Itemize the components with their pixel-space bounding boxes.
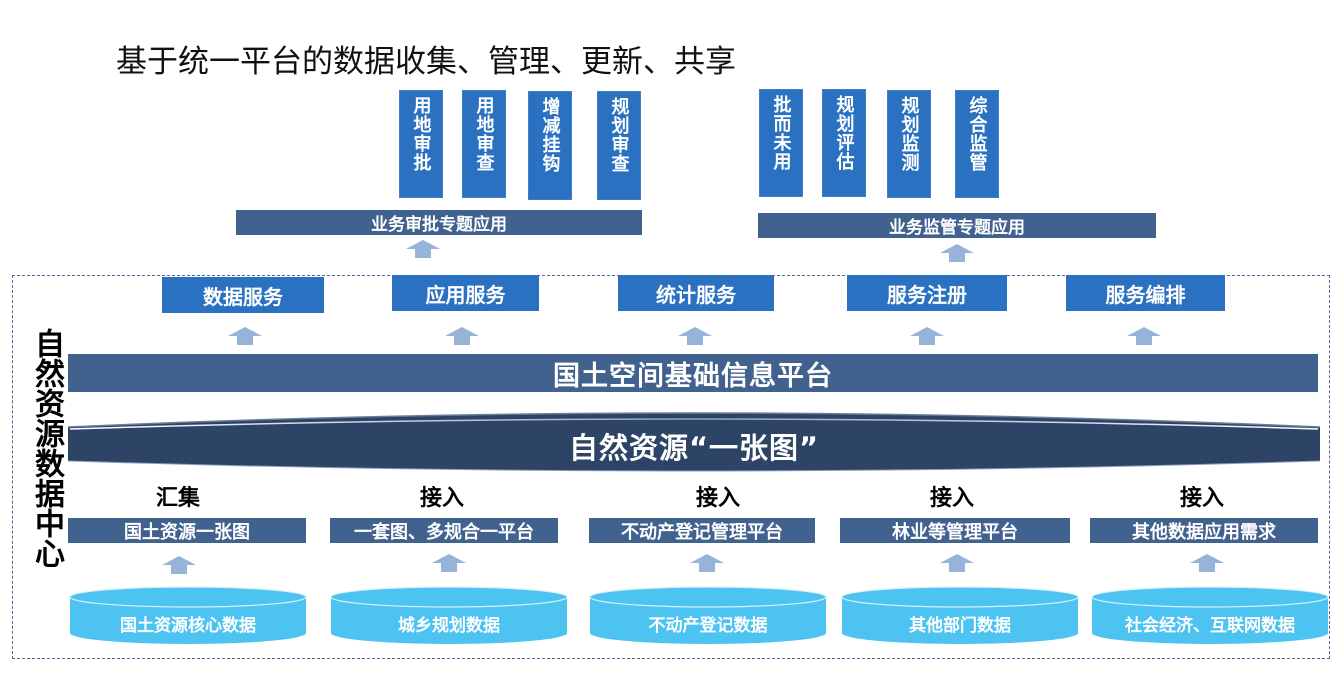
app-label: 规划监测 (898, 96, 920, 172)
arrow-up-icon (406, 240, 440, 258)
database-icon (841, 586, 1079, 644)
arrow-up-icon (690, 554, 724, 572)
database-icon (69, 586, 307, 644)
database-icon (330, 586, 568, 644)
source-action: 接入 (419, 486, 464, 511)
source-action: 汇集 (155, 486, 200, 511)
spatial-info-platform-bar[interactable]: 国土空间基础信息平台 (68, 354, 1318, 392)
source-action: 接入 (929, 486, 974, 511)
one-map-disc[interactable] (66, 405, 1322, 475)
source-platform[interactable]: 不动产登记管理平台 (589, 518, 815, 543)
source-platform[interactable]: 一套图、多规合一平台 (330, 518, 558, 543)
app-box-approval-3[interactable]: 增减挂钩 (528, 91, 572, 200)
app-box-supervision-1[interactable]: 批而未用 (759, 89, 803, 197)
app-box-supervision-2[interactable]: 规划评估 (822, 89, 866, 197)
app-box-supervision-4[interactable]: 综合监管 (955, 90, 999, 198)
arrow-up-icon (910, 327, 944, 345)
app-label: 综合监管 (966, 96, 988, 172)
service-statistics[interactable]: 统计服务 (618, 275, 774, 311)
arrow-up-icon (445, 327, 479, 345)
source-platform[interactable]: 林业等管理平台 (840, 518, 1070, 543)
source-platform[interactable]: 国土资源一张图 (68, 518, 306, 543)
app-label: 批而未用 (770, 95, 792, 171)
data-center-label-text: 自然资源数据中心 (29, 328, 64, 568)
source-platform[interactable]: 其他数据应用需求 (1090, 518, 1318, 543)
database-cylinder[interactable]: 其他部门数据 (841, 585, 1079, 645)
service-application[interactable]: 应用服务 (392, 275, 539, 311)
data-center-label: 自然资源数据中心 (26, 328, 66, 575)
arrow-up-icon (1190, 554, 1224, 572)
database-cylinder[interactable]: 国土资源核心数据 (69, 585, 307, 645)
arrow-up-icon (678, 327, 712, 345)
app-label: 用地审批 (410, 96, 432, 172)
source-action: 接入 (1179, 486, 1224, 511)
supervision-apps-bar[interactable]: 业务监管专题应用 (758, 213, 1156, 238)
database-label: 其他部门数据 (909, 616, 1011, 636)
service-orchestration[interactable]: 服务编排 (1066, 275, 1225, 311)
app-label: 用地审查 (473, 96, 495, 172)
app-label: 规划审查 (608, 97, 630, 173)
approval-apps-bar[interactable]: 业务审批专题应用 (236, 210, 642, 235)
database-icon (1091, 586, 1329, 644)
arrow-up-icon (1127, 327, 1161, 345)
database-label: 国土资源核心数据 (120, 616, 256, 636)
database-cylinder[interactable]: 城乡规划数据 (330, 585, 568, 645)
database-label: 城乡规划数据 (398, 616, 500, 636)
database-label: 不动产登记数据 (648, 616, 768, 636)
app-box-approval-1[interactable]: 用地审批 (399, 90, 443, 198)
arrow-up-icon (162, 556, 196, 574)
arrow-up-icon (432, 554, 466, 572)
app-label: 规划评估 (833, 95, 855, 171)
app-box-approval-4[interactable]: 规划审查 (597, 91, 641, 200)
app-box-supervision-3[interactable]: 规划监测 (887, 90, 931, 198)
service-data[interactable]: 数据服务 (162, 277, 324, 313)
source-action: 接入 (695, 486, 740, 511)
app-box-approval-2[interactable]: 用地审查 (462, 90, 506, 198)
app-label: 增减挂钩 (539, 97, 561, 173)
database-icon (589, 586, 827, 644)
page-title: 基于统一平台的数据收集、管理、更新、共享 (116, 44, 736, 80)
database-cylinder[interactable]: 社会经济、互联网数据 (1091, 585, 1329, 645)
arrow-up-icon (940, 244, 974, 262)
arrow-up-icon (940, 554, 974, 572)
arrow-up-icon (228, 327, 262, 345)
database-label: 社会经济、互联网数据 (1125, 616, 1295, 636)
service-registration[interactable]: 服务注册 (847, 275, 1007, 311)
one-map-label: 自然资源“一张图” (568, 431, 820, 465)
database-cylinder[interactable]: 不动产登记数据 (589, 585, 827, 645)
